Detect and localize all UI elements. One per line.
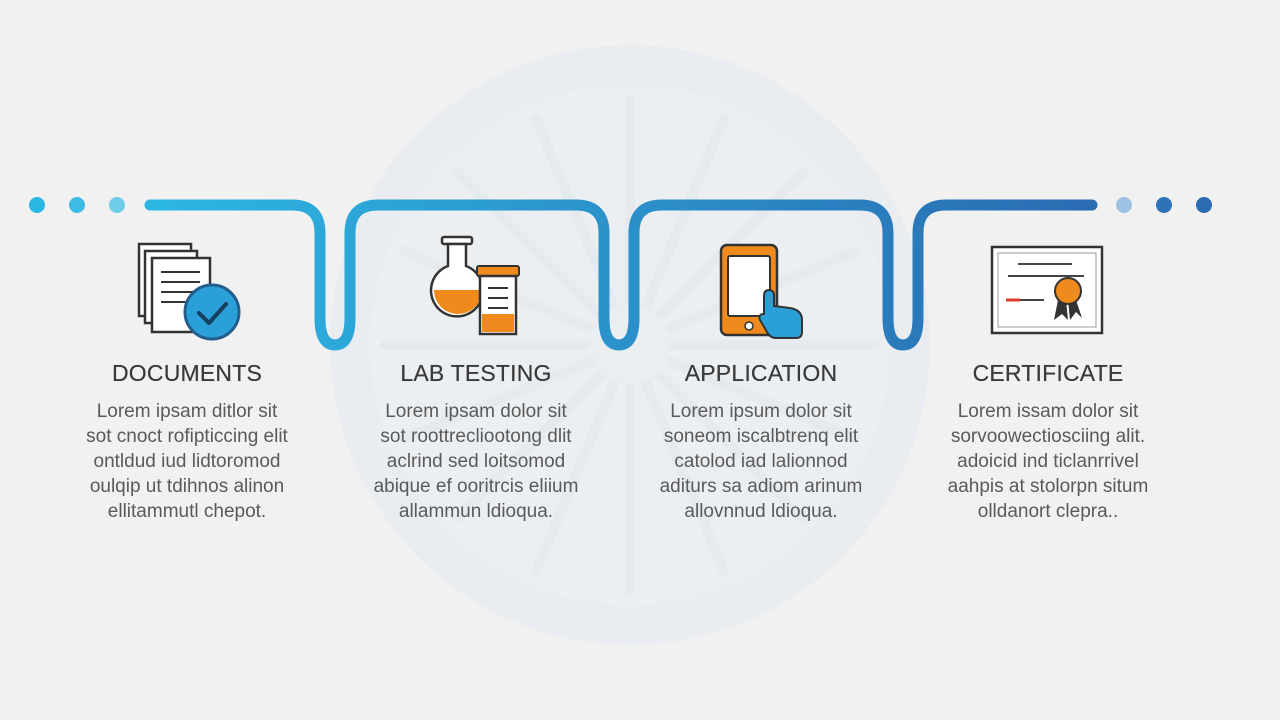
desc-line: sot cnoct rofipticcing elit [86,426,288,447]
desc-line: ellitammutl chepot. [107,501,267,522]
desc-line: adoicid ind ticlanrrivel [957,451,1139,472]
step-title: APPLICATION [684,360,838,386]
step-title: LAB TESTING [400,360,552,386]
step-description: Lorem ipsum dolor sit soneom iscalbtrenq… [641,399,881,524]
desc-line: Lorem ipsam dolor sit [385,401,567,422]
documents-check-icon [137,242,241,341]
decor-dot [1156,197,1172,213]
desc-line: aclrind sed loitsomod [386,451,566,472]
desc-line: Lorem ipsum dolor sit [670,401,852,422]
watermark-emblem-icon [330,45,930,645]
step-application: APPLICATION Lorem ipsum dolor sit soneom… [631,360,891,524]
step-title: CERTIFICATE [972,360,1124,386]
certificate-icon [990,245,1104,335]
desc-line: sot roottrecliootong dlit [380,426,572,447]
step-certificate: CERTIFICATE Lorem issam dolor sit sorvoo… [918,360,1178,524]
desc-line: Lorem ipsam ditlor sit [96,401,278,422]
desc-line: aahpis at stolorpn situm [947,476,1149,497]
end-dots [1116,197,1212,213]
desc-line: soneom iscalbtrenq elit [663,426,859,447]
tablet-hand-icon [719,243,803,339]
decor-dot [69,197,85,213]
decor-dot [1196,197,1212,213]
decor-dot [109,197,125,213]
desc-line: sorvoowectiosciing alit. [950,426,1146,447]
step-description: Lorem issam dolor sit sorvoowectiosciing… [928,399,1168,524]
desc-line: oulqip ut tdihnos alinon [89,476,285,497]
step-documents: DOCUMENTS Lorem ipsam ditlor sit sot cno… [57,360,317,524]
desc-line: Lorem issam dolor sit [957,401,1139,422]
start-dots [29,197,125,213]
desc-line: abique ef ooritrcis eliium [373,476,579,497]
step-title: DOCUMENTS [111,360,263,386]
step-description: Lorem ipsam dolor sit sot roottrecliooto… [356,399,596,524]
timeline-path [144,199,1098,351]
decor-dot [1116,197,1132,213]
desc-line: allovnnud ldioqua. [684,501,838,522]
desc-line: aditurs sa adiom arinum [659,476,863,497]
desc-line: catolod iad lalionnod [674,451,848,472]
step-lab-testing: LAB TESTING Lorem ipsam dolor sit sot ro… [346,360,606,524]
decor-dot [29,197,45,213]
lab-flask-icon [429,235,520,336]
desc-line: olldanort clepra.. [977,501,1119,522]
desc-line: allammun ldioqua. [398,501,554,522]
step-description: Lorem ipsam ditlor sit sot cnoct rofipti… [67,399,307,524]
desc-line: ontldud iud lidtoromod [93,451,281,472]
